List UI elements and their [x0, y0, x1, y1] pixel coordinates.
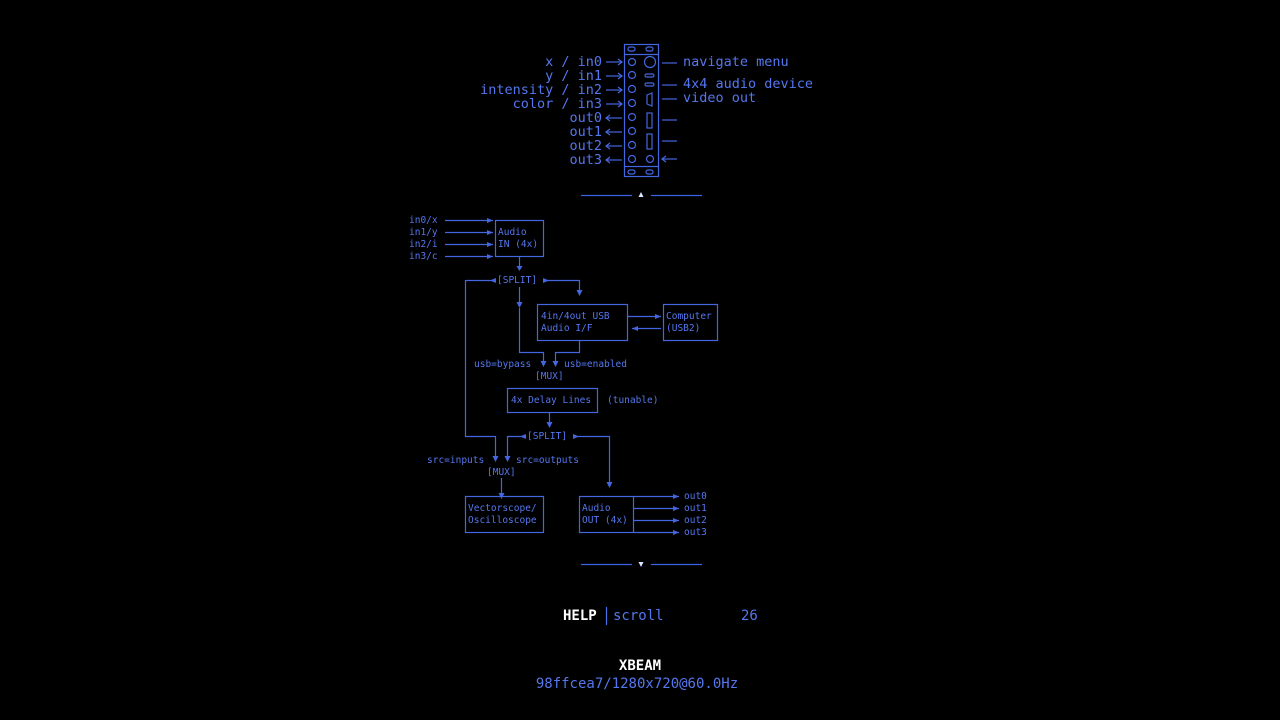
split-node-1: [SPLIT]: [497, 275, 538, 286]
label-in0: x / in0: [545, 54, 602, 70]
scope-box-line1: Vectorscope/: [468, 503, 537, 514]
mux2-outputs-label: src=outputs: [516, 455, 579, 466]
input-label: in3/c: [409, 251, 438, 262]
device-panel-graphic: [605, 43, 677, 178]
input-label: in0/x: [409, 215, 438, 226]
page-number: 26: [741, 608, 758, 624]
scroll-down-indicator[interactable]: [581, 557, 703, 571]
scope-box-line2: Oscilloscope: [468, 515, 537, 526]
delay-lines-box: 4x Delay Lines: [511, 395, 592, 406]
scroll-up-icon: [638, 192, 644, 197]
input-label: in2/i: [409, 239, 438, 250]
mux-node-2: [MUX]: [487, 467, 516, 478]
input-label: in1/y: [409, 227, 438, 238]
mux1-enabled-label: usb=enabled: [564, 359, 627, 370]
computer-line2: (USB2): [666, 323, 701, 334]
output-label: out1: [684, 503, 707, 514]
delay-tunable-note: (tunable): [607, 395, 659, 406]
label-navigate-menu: navigate menu: [683, 54, 789, 70]
mux2-inputs-label: src=inputs: [427, 455, 485, 466]
split-node-2: [SPLIT]: [527, 431, 568, 442]
label-in3: color / in3: [512, 96, 602, 112]
output-label: out2: [684, 515, 707, 526]
scroll-down-icon: [638, 562, 644, 567]
app-title: XBEAM: [618, 658, 662, 674]
usb-interface-line1: 4in/4out USB: [541, 311, 610, 322]
label-video-out: video out: [683, 90, 757, 106]
build-info: 98ffcea7/1280x720@60.0Hz: [535, 676, 739, 692]
output-label: out3: [684, 527, 707, 538]
audio-out-line2: OUT (4x): [582, 515, 628, 526]
mux1-bypass-label: usb=bypass: [474, 359, 532, 370]
computer-line1: Computer: [666, 311, 712, 322]
mode-label: HELP: [563, 608, 597, 624]
mux-node-1: [MUX]: [535, 371, 564, 382]
output-label: out0: [684, 491, 707, 502]
audio-in-box-line2: IN (4x): [498, 239, 539, 250]
scroll-up-indicator[interactable]: [581, 188, 703, 202]
label-in1: y / in1: [545, 68, 602, 84]
audio-out-line1: Audio: [582, 503, 611, 514]
label-out3: out3: [569, 152, 602, 168]
label-out0: out0: [569, 110, 602, 126]
scroll-action[interactable]: scroll: [613, 608, 664, 624]
audio-in-box-line1: Audio: [498, 227, 527, 238]
label-out1: out1: [569, 124, 602, 140]
label-out2: out2: [569, 138, 602, 154]
usb-interface-line2: Audio I/F: [541, 323, 593, 334]
label-audio-device: 4x4 audio device: [683, 76, 814, 92]
label-in2: intensity / in2: [480, 82, 602, 98]
